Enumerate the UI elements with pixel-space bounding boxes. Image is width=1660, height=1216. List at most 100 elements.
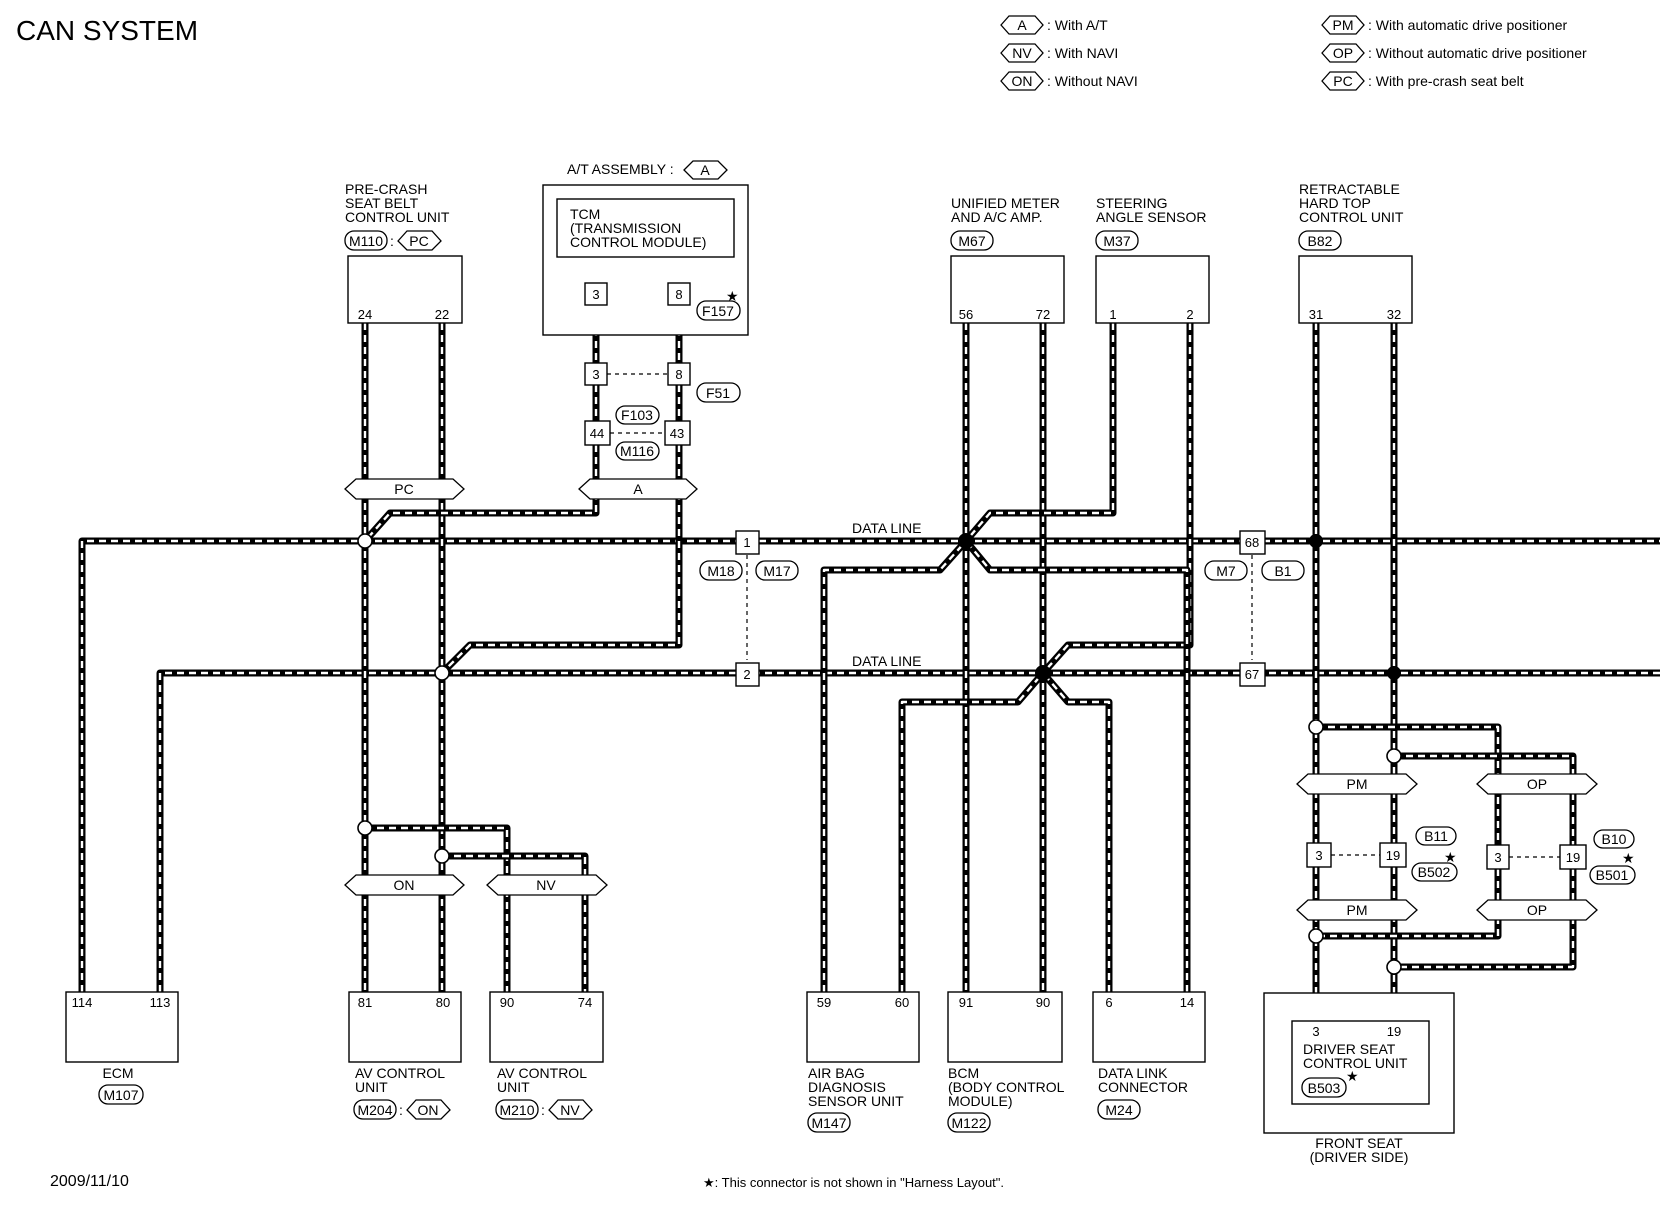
legend-item-nv: NV : With NAVI — [1000, 43, 1118, 63]
pin-label: 90 — [1036, 995, 1050, 1010]
star-mark: ★ — [1622, 850, 1635, 866]
data-line-label-low: DATA LINE — [852, 653, 922, 669]
legend-hex-op — [1321, 43, 1365, 63]
hardtop-label-1: RETRACTABLE — [1299, 181, 1400, 197]
separator-colon: : — [399, 1102, 403, 1118]
driverseat-label-1: DRIVER SEAT — [1303, 1041, 1396, 1057]
pin-label: 3 — [1312, 1024, 1319, 1039]
connector-tag — [947, 1112, 991, 1133]
junction-dot — [1308, 928, 1324, 944]
precrash-label-3: CONTROL UNIT — [345, 209, 450, 225]
svg-text:68: 68 — [1245, 535, 1259, 550]
pin-label: 81 — [358, 995, 372, 1010]
star-mark: ★ — [1346, 1068, 1359, 1084]
dlc-box — [1092, 991, 1206, 1063]
svg-text:3: 3 — [592, 287, 599, 302]
svg-text:3: 3 — [1315, 848, 1322, 863]
connector-tag — [353, 1099, 397, 1120]
legend-text-pm: : With automatic drive positioner — [1368, 17, 1568, 33]
hardtop-box — [1298, 255, 1413, 324]
legend: A : With A/T NV : With NAVI ON : Without… — [1000, 15, 1587, 91]
legend-text-pc: : With pre-crash seat belt — [1368, 73, 1524, 89]
pin-label: 56 — [959, 307, 973, 322]
option-hex — [406, 1099, 451, 1120]
can-wire — [820, 538, 969, 992]
steering-connector: M37 — [1103, 233, 1130, 249]
can-wire-stripe — [80, 539, 1660, 992]
ecm-label: ECM — [102, 1065, 133, 1081]
airbag-label-1: AIR BAG — [808, 1065, 865, 1081]
pin-label: 32 — [1387, 307, 1401, 322]
legend-hex-a — [1000, 15, 1044, 35]
airbag-label-3: SENSOR UNIT — [808, 1093, 904, 1109]
svg-text:8: 8 — [675, 367, 682, 382]
pin-label: 74 — [578, 995, 592, 1010]
can-wire — [963, 323, 1117, 544]
can-wire — [963, 538, 1191, 992]
junction-dot — [434, 665, 450, 681]
ecm: 114 113 ECM M107 — [65, 991, 179, 1105]
svg-text:B11: B11 — [1424, 828, 1448, 844]
can-wire-stripe — [965, 540, 1189, 992]
option-tag-op-bottom: OP — [1476, 899, 1598, 921]
can-wire-stripe — [900, 672, 1044, 992]
svg-text:8: 8 — [675, 287, 682, 302]
svg-text:43: 43 — [670, 426, 684, 441]
pin-label: 31 — [1309, 307, 1323, 322]
bcm-box — [947, 991, 1063, 1063]
svg-text:B502: B502 — [1418, 864, 1451, 880]
av-on-box — [348, 991, 462, 1063]
legend-code-op: OP — [1333, 45, 1353, 61]
svg-text:B10: B10 — [1602, 831, 1627, 847]
dlc-label-2: CONNECTOR — [1098, 1079, 1188, 1095]
airbag-connector: M147 — [811, 1115, 846, 1131]
data-line-label-high: DATA LINE — [852, 520, 922, 536]
date-stamp: 2009/11/10 — [50, 1173, 129, 1190]
av-control-unit-on: 81 80 AV CONTROL UNIT M204 : ON — [348, 991, 462, 1120]
joint-connector-b10: 3 19 B10 ★ B501 — [1486, 829, 1636, 885]
bcm-label-2: (BODY CONTROL — [948, 1079, 1065, 1095]
can-wire — [365, 824, 511, 992]
can-wire-stripe — [1042, 323, 1192, 674]
svg-text:2: 2 — [743, 667, 750, 682]
retractable-hard-top-control-unit: RETRACTABLE HARD TOP CONTROL UNIT B82 31… — [1298, 181, 1413, 324]
separator-colon: : — [390, 233, 394, 249]
connector-tag — [1301, 1077, 1347, 1098]
junction-dot — [1387, 666, 1401, 680]
av-on-connector: M204 — [357, 1102, 392, 1118]
precrash-label-1: PRE-CRASH — [345, 181, 427, 197]
legend-item-pm: PM : With automatic drive positioner — [1321, 15, 1568, 35]
legend-hex-nv — [1000, 43, 1044, 63]
svg-text:M7: M7 — [1216, 563, 1236, 579]
junction-dot — [1308, 719, 1324, 735]
at-assembly-hex — [683, 160, 728, 180]
svg-text:PM: PM — [1347, 902, 1368, 918]
option-hex — [548, 1099, 593, 1120]
precrash-control-unit: PRE-CRASH SEAT BELT CONTROL UNIT M110 : … — [344, 181, 463, 324]
meter-box — [950, 255, 1065, 324]
option-tag-op-top: OP — [1476, 773, 1598, 795]
pin-label: 90 — [500, 995, 514, 1010]
pin-label: 60 — [895, 995, 909, 1010]
data-link-connector: 6 14 DATA LINK CONNECTOR M24 — [1092, 991, 1206, 1120]
svg-text:B501: B501 — [1596, 867, 1629, 883]
can-wire-stripe — [158, 671, 1660, 992]
pin-label: 22 — [435, 307, 449, 322]
option-tag-a: A — [578, 478, 698, 500]
front-seat-label-2: (DRIVER SIDE) — [1310, 1149, 1409, 1165]
legend-hex-on — [1000, 71, 1044, 91]
svg-text:F51: F51 — [706, 385, 730, 401]
av-nv-label-2: UNIT — [497, 1079, 530, 1095]
svg-text:M18: M18 — [707, 563, 734, 579]
steering-label-2: ANGLE SENSOR — [1096, 209, 1206, 225]
connector-tag — [1095, 230, 1139, 251]
at-assembly-code: A — [700, 162, 710, 178]
svg-text:19: 19 — [1386, 848, 1400, 863]
legend-item-a: A : With A/T — [1000, 15, 1108, 35]
hardtop-label-2: HARD TOP — [1299, 195, 1371, 211]
svg-text:F103: F103 — [621, 407, 653, 423]
junction-dot — [1386, 959, 1402, 975]
pin-label: 1 — [1109, 307, 1116, 322]
driverseat-label-2: CONTROL UNIT — [1303, 1055, 1408, 1071]
